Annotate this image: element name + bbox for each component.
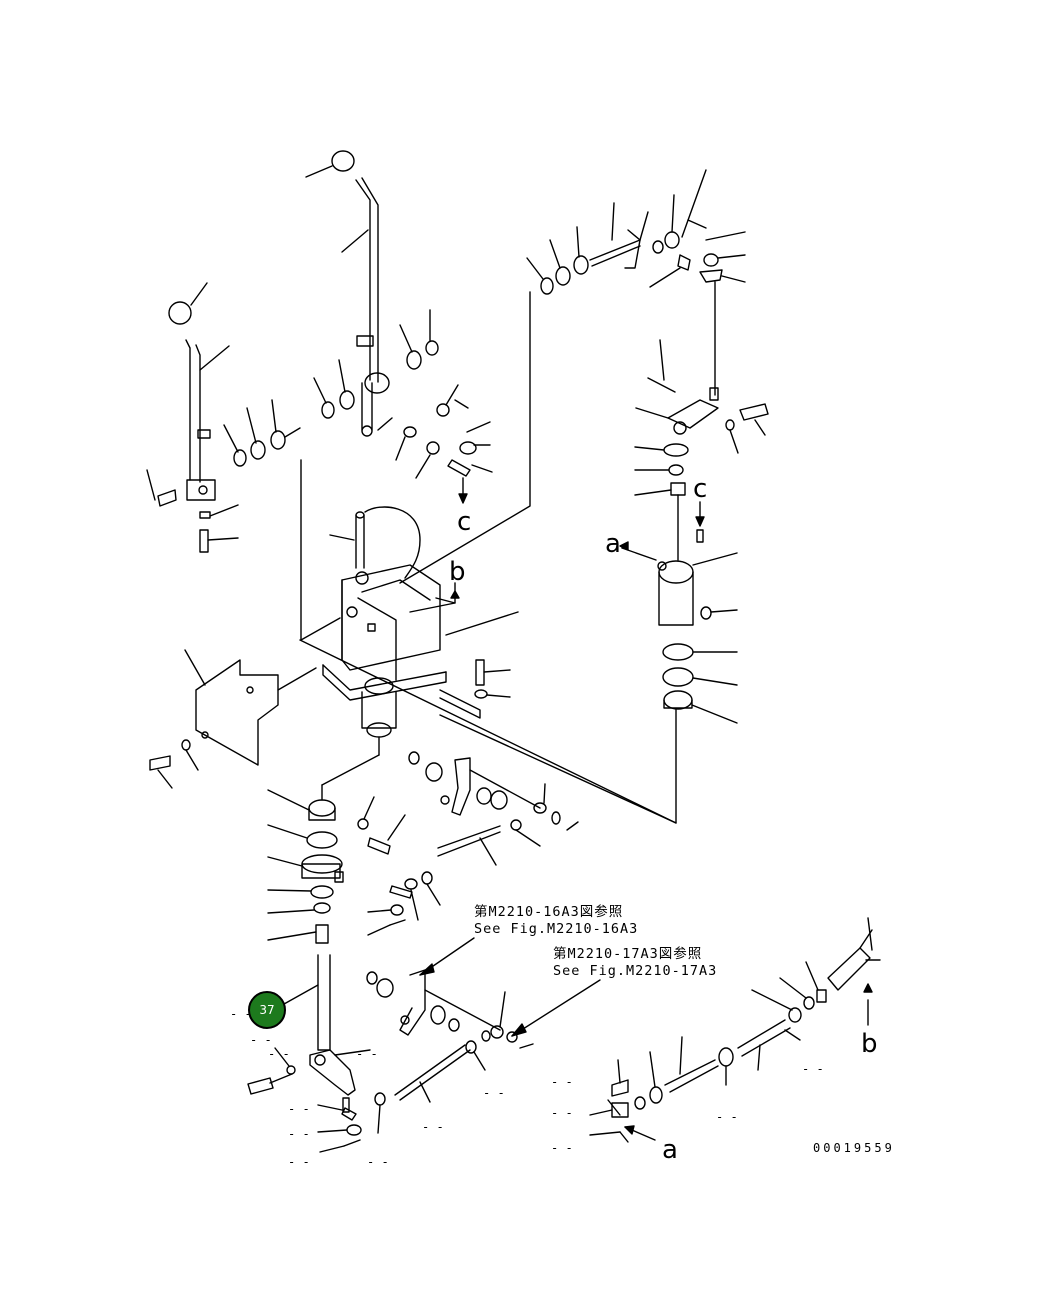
upper-right-shaft xyxy=(526,169,746,396)
dash-label: - - xyxy=(551,1075,573,1089)
callout-badge-37[interactable]: 37 xyxy=(248,991,286,1029)
gate-box xyxy=(300,291,531,756)
dash-label: - - xyxy=(356,1047,378,1061)
dash-label: - - xyxy=(268,1047,290,1061)
right-shaft-stack xyxy=(299,339,769,824)
callout-badge-number: 37 xyxy=(259,1003,275,1017)
dash-label: - - xyxy=(288,1127,310,1141)
marker-b-lower-right: b xyxy=(861,1029,878,1059)
center-shift-lever xyxy=(305,150,493,504)
ref-m2210-17a3-jp: 第M2210-17A3図参照 xyxy=(553,945,702,962)
reference-callouts: 第M2210-16A3図参照 See Fig.M2210-16A3 第M2210… xyxy=(419,903,717,1037)
dash-label: - - xyxy=(288,1155,310,1169)
marker-c-upper-right: c xyxy=(693,474,707,504)
lower-left-stack xyxy=(247,754,406,1153)
dash-label: - - xyxy=(716,1110,738,1124)
dash-label: - - xyxy=(367,1155,389,1169)
dash-label: - - xyxy=(250,1033,272,1047)
marker-a-right: a xyxy=(605,529,621,559)
marker-a-lower: a xyxy=(662,1135,678,1165)
marker-letters: c c b a b a xyxy=(449,474,878,1165)
right-lower-linkage xyxy=(589,917,881,1143)
dash-labels: - - - - - - - - - - - - - - - - - - - - … xyxy=(230,1007,824,1169)
marker-c-upper-left: c xyxy=(457,507,471,537)
ref-m2210-16a3-jp: 第M2210-16A3図参照 xyxy=(474,903,623,920)
marker-b-center: b xyxy=(449,557,466,587)
dash-label: - - xyxy=(422,1120,444,1134)
dash-label: - - xyxy=(288,1102,310,1116)
dash-label: - - xyxy=(483,1086,505,1100)
dash-label: - - xyxy=(551,1141,573,1155)
middle-linkage-lower xyxy=(366,969,534,1134)
bracket-plate xyxy=(149,649,317,789)
dash-label: - - xyxy=(802,1062,824,1076)
middle-linkage-upper xyxy=(367,714,677,936)
ref-m2210-16a3-en: See Fig.M2210-16A3 xyxy=(474,921,638,937)
drawing-code: 00019559 xyxy=(813,1141,895,1155)
ref-m2210-17a3-en: See Fig.M2210-17A3 xyxy=(553,963,717,979)
dash-label: - - xyxy=(230,1007,252,1021)
left-shift-lever xyxy=(146,282,301,553)
dash-label: - - xyxy=(551,1106,573,1120)
